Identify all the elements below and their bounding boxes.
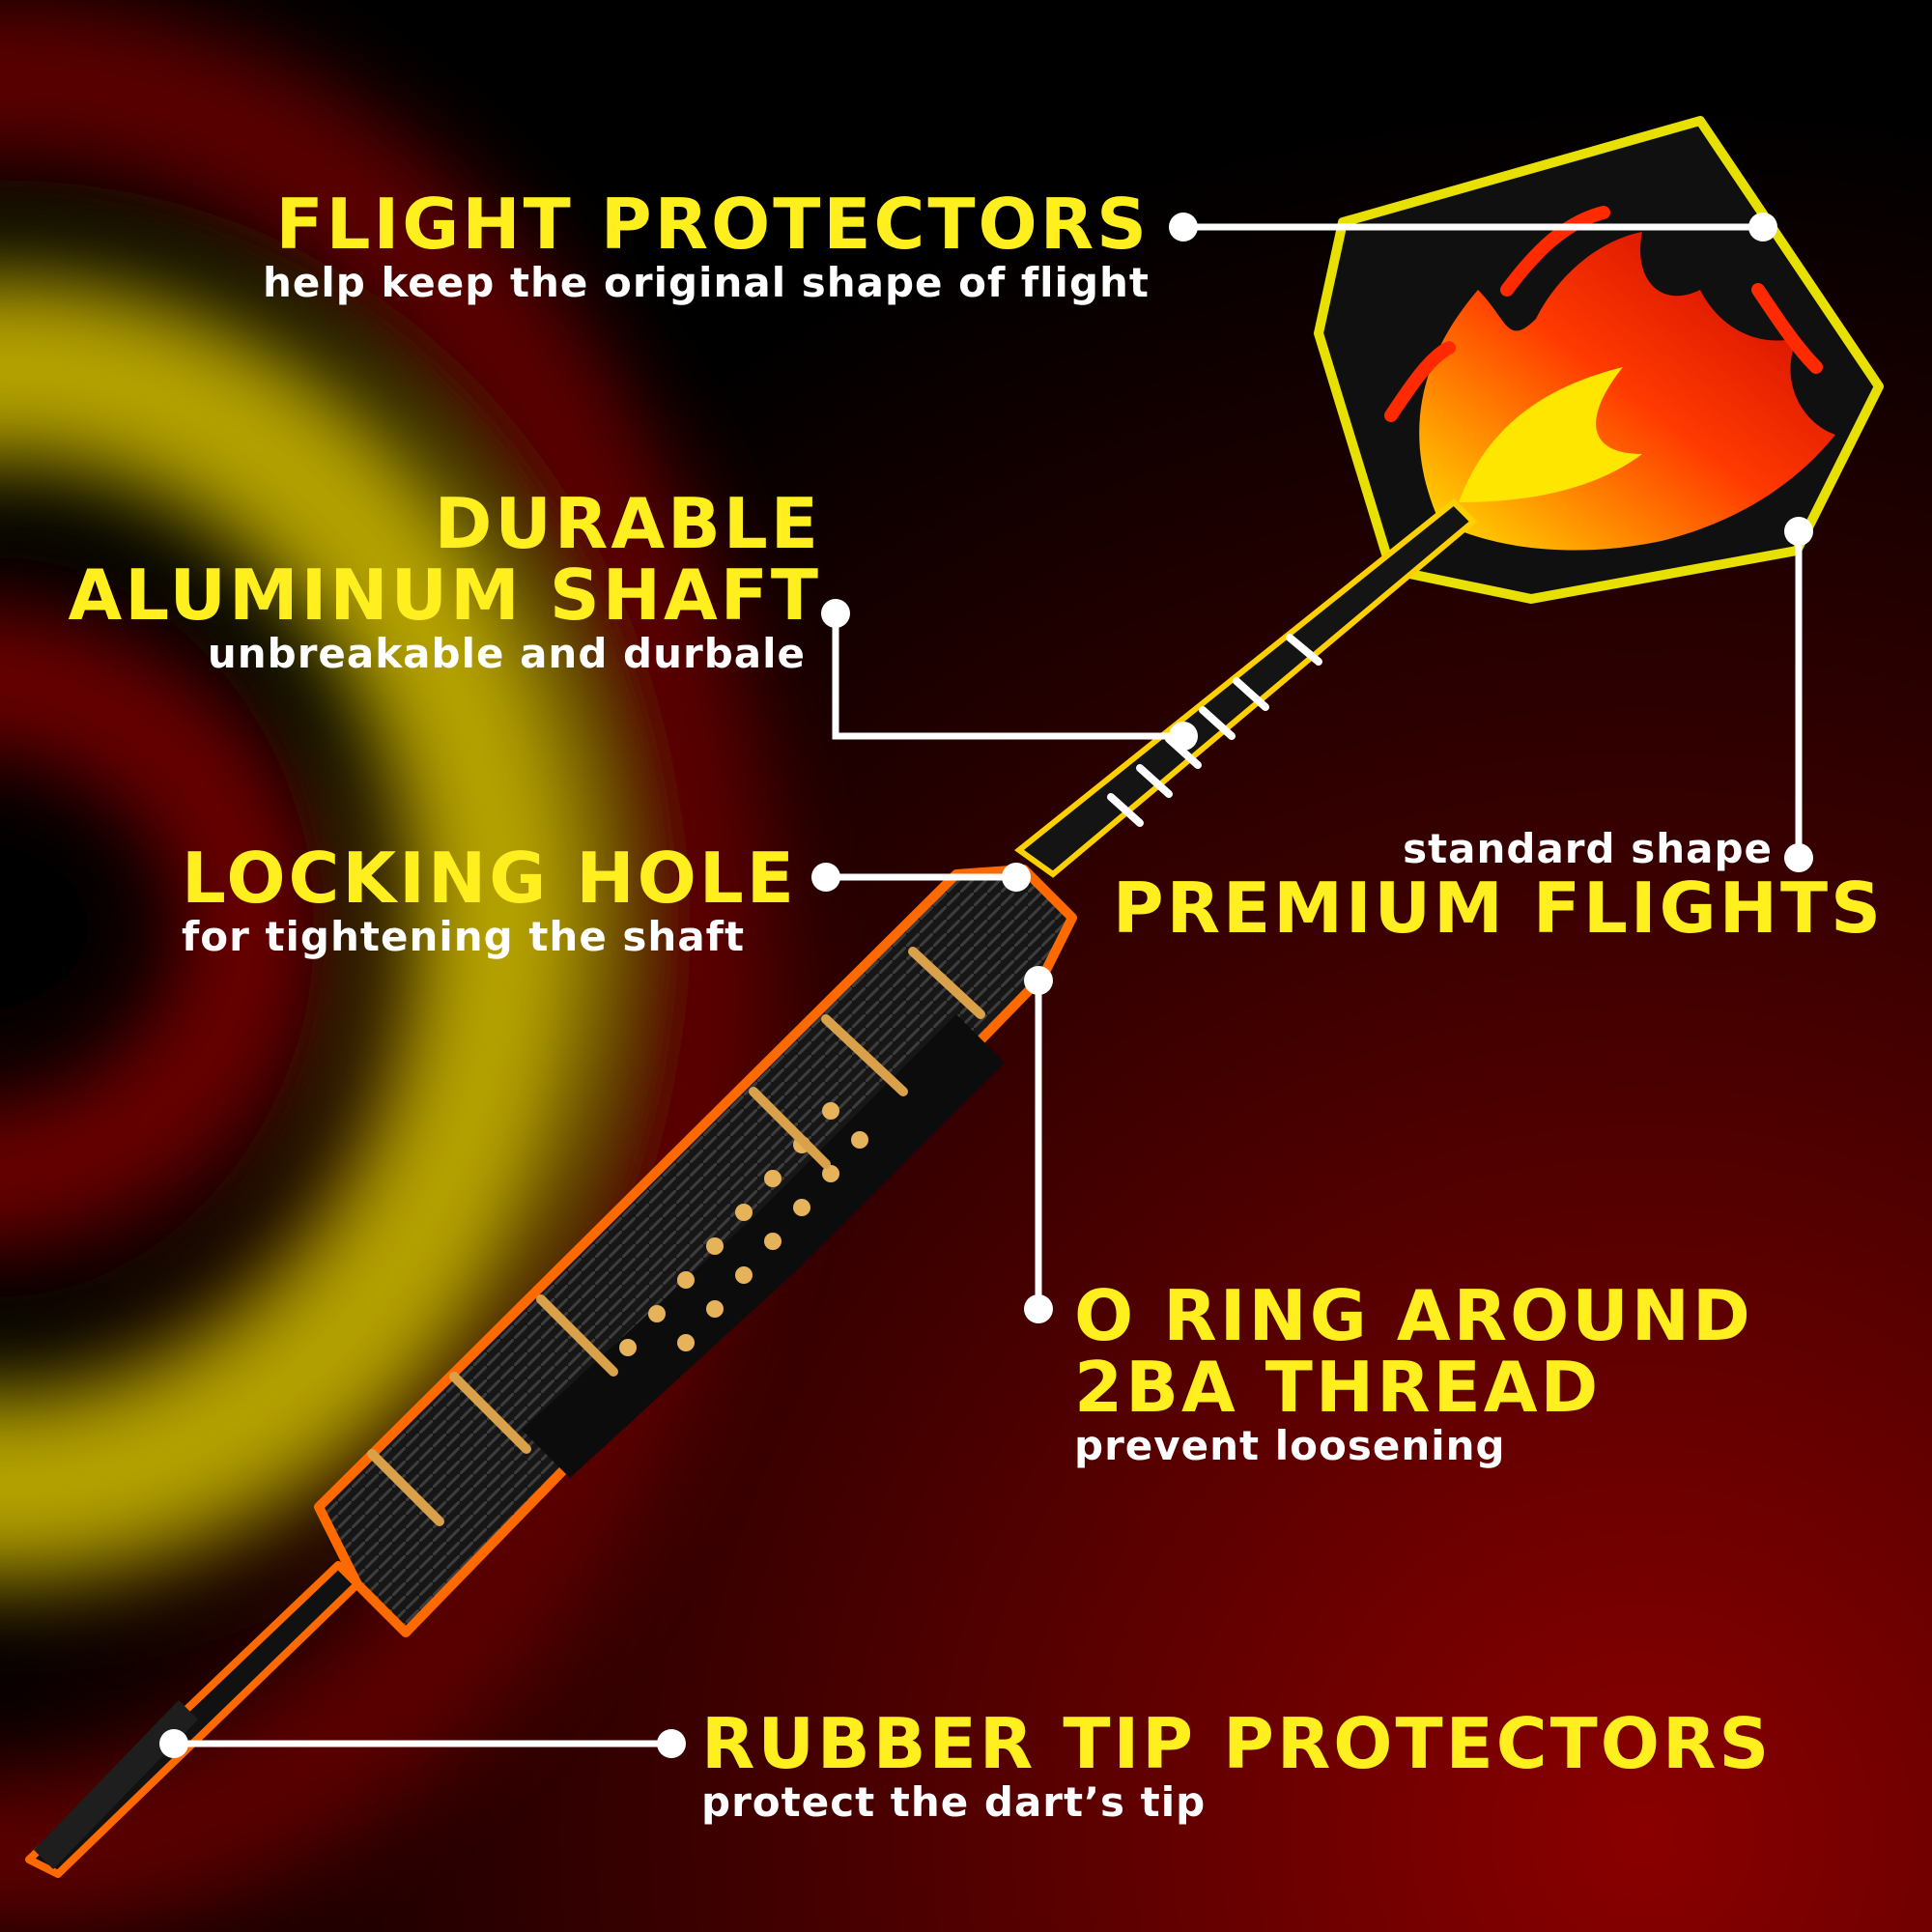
callout-title: LOCKING HOLE (182, 838, 797, 919)
dart-barrel (314, 865, 1077, 1637)
dart-tip (25, 1561, 361, 1878)
callout-subtitle: prevent loosening (1074, 1422, 1506, 1469)
flame-flight-icon (1314, 116, 1884, 604)
callout-tip-protectors: RUBBER TIP PROTECTORS protect the dart’s… (701, 1708, 1772, 1826)
aluminum-shaft (1014, 497, 1478, 878)
callout-title-line1: DURABLE (434, 483, 821, 564)
callout-subtitle: for tightening the shaft (182, 913, 746, 960)
callout-subtitle: protect the dart’s tip (701, 1778, 1207, 1826)
callout-subtitle: standard shape (1403, 825, 1773, 872)
callout-subtitle: help keep the original shape of flight (263, 259, 1150, 306)
callout-title: FLIGHT PROTECTORS (275, 184, 1150, 265)
callout-locking-hole: LOCKING HOLE for tightening the shaft (182, 842, 797, 960)
callout-subtitle: unbreakable and durbale (207, 630, 806, 677)
callout-lines (174, 223, 1803, 1747)
callout-o-ring: O RING AROUND 2BA THREAD prevent looseni… (1074, 1280, 1753, 1469)
callout-aluminum-shaft: DURABLE ALUMINUM SHAFT unbreakable and d… (58, 488, 821, 677)
callout-title-line2: ALUMINUM SHAFT (68, 554, 821, 636)
callout-premium-flights: standard shape PREMIUM FLIGHTS (1111, 825, 1884, 949)
callout-title-line2: 2BA THREAD (1074, 1347, 1602, 1428)
callout-title-line1: O RING AROUND (1074, 1275, 1753, 1356)
callout-title: RUBBER TIP PROTECTORS (701, 1703, 1773, 1784)
callout-dot-icon (159, 213, 1813, 1758)
callout-title: PREMIUM FLIGHTS (1112, 867, 1884, 949)
callout-flight-protectors: FLIGHT PROTECTORS help keep the original… (193, 188, 1150, 306)
